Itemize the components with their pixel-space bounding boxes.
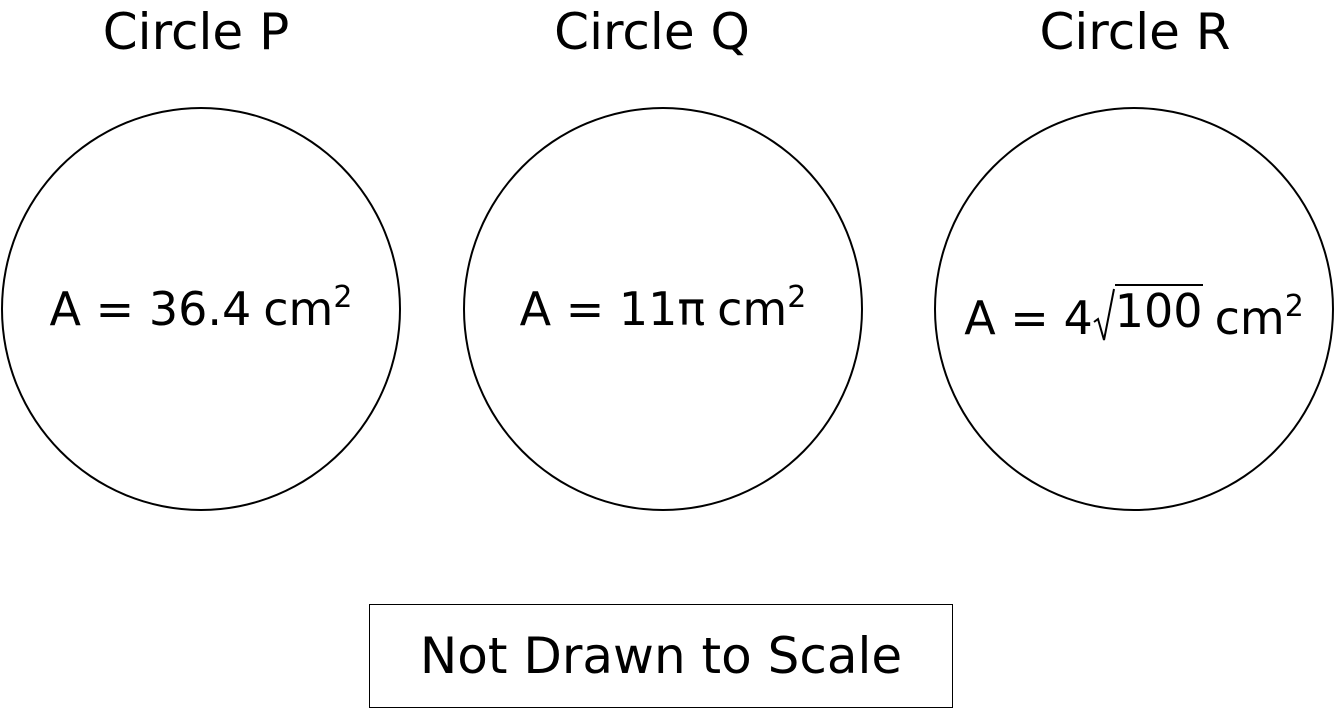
- area-coefficient: 4: [1063, 290, 1093, 345]
- area-prefix: A =: [519, 282, 619, 336]
- circle-r-area-label: A = 4 100 cm 2: [964, 278, 1304, 341]
- not-to-scale-note: Not Drawn to Scale: [419, 627, 903, 685]
- area-prefix: A =: [49, 282, 149, 336]
- area-exponent: 2: [333, 280, 353, 315]
- circle-p-title: Circle P: [102, 3, 290, 61]
- circle-p: A = 36.4 cm 2: [1, 107, 401, 511]
- circle-q-area-label: A = 11π cm 2: [519, 280, 807, 336]
- circle-q-title: Circle Q: [554, 3, 750, 61]
- circle-r: A = 4 100 cm 2: [934, 107, 1334, 511]
- area-prefix: A =: [964, 290, 1064, 345]
- circle-r-title: Circle R: [1039, 3, 1231, 61]
- area-value: 11π: [618, 282, 706, 336]
- radical-sign-icon: [1093, 288, 1115, 340]
- circle-q: A = 11π cm 2: [463, 107, 863, 511]
- area-exponent: 2: [1284, 288, 1304, 324]
- square-root: 100: [1093, 278, 1203, 340]
- circle-p-area-label: A = 36.4 cm 2: [49, 280, 353, 336]
- area-value: 36.4: [148, 282, 252, 336]
- area-radicand: 100: [1114, 283, 1203, 338]
- area-unit: cm: [717, 282, 788, 336]
- area-unit: cm: [263, 282, 334, 336]
- area-exponent: 2: [787, 280, 807, 315]
- not-to-scale-box: Not Drawn to Scale: [369, 604, 953, 708]
- area-unit: cm: [1214, 290, 1285, 345]
